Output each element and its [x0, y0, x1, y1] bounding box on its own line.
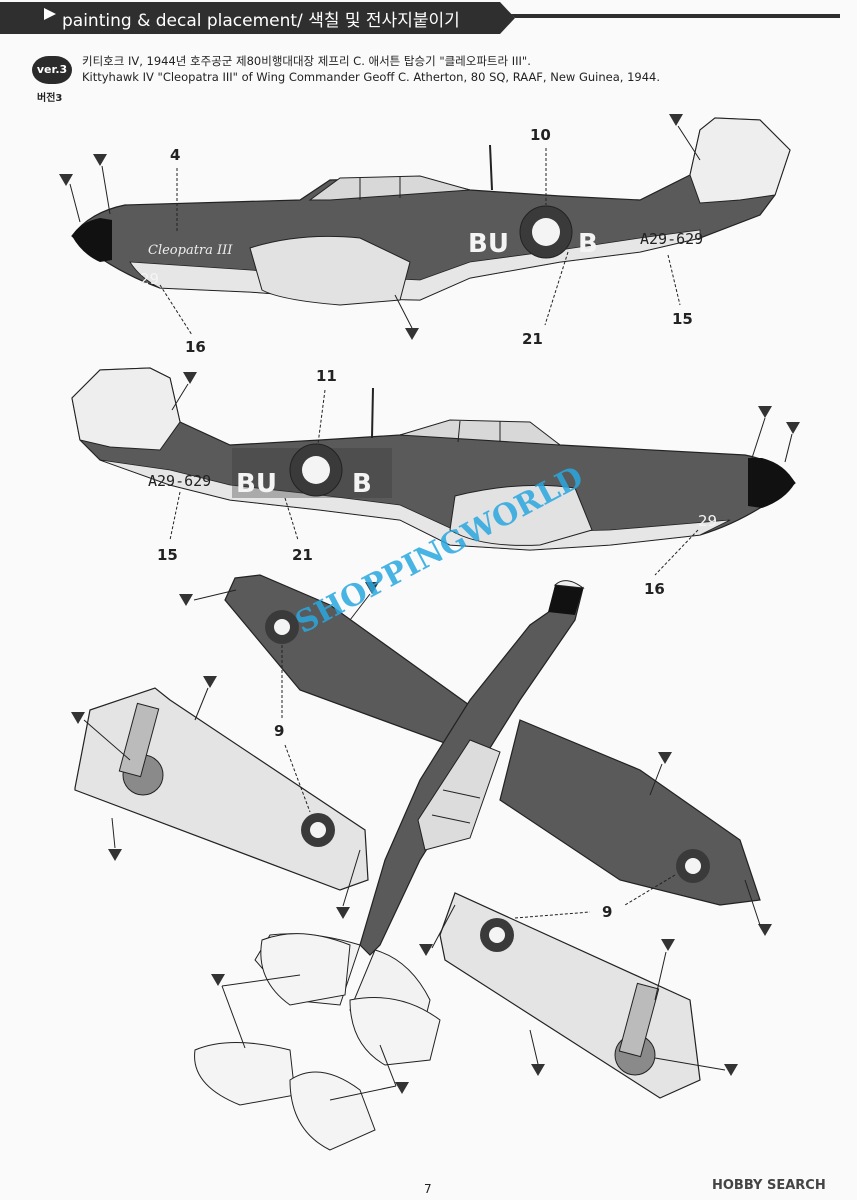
caption-english: Kittyhawk IV "Cleopatra III" of Wing Com…: [82, 70, 661, 84]
side-view-right: BU B A29-629 29: [71, 367, 800, 576]
callout-4: 4: [170, 146, 181, 164]
code-bu-right: BU: [236, 469, 277, 499]
caption-korean: 키티호크 IV, 1944년 호주공군 제80비행대대장 제프리 C. 애서튼 …: [82, 54, 531, 68]
callout-10: 10: [530, 126, 551, 144]
callout-15-bottom: 15: [157, 546, 178, 564]
version-label: 버전3: [37, 93, 63, 104]
underside-right-wing: [419, 892, 738, 1099]
tail-underside-panels: [194, 933, 441, 1151]
version-badge: ver.3: [32, 56, 72, 84]
callout-21-bottom: 21: [292, 546, 313, 564]
callout-16-bottom: 16: [644, 580, 665, 598]
page-title: painting & decal placement/ 색칠 및 전사지붙이기: [62, 11, 460, 31]
callout-16-top: 16: [185, 338, 206, 356]
callout-15-top: 15: [672, 310, 693, 328]
code-b-left: B: [578, 229, 598, 259]
nose-number-right: 29: [698, 512, 717, 530]
callout-9-left: 9: [274, 722, 285, 740]
callout-9-right: 9: [602, 903, 613, 921]
code-b-right: B: [352, 469, 372, 499]
source-logo: HOBBY SEARCH: [712, 1178, 826, 1193]
underside-left-wing: [71, 676, 369, 919]
callout-11: 11: [316, 367, 337, 385]
header-bar: [0, 2, 840, 34]
nose-number-left: 29: [140, 270, 159, 288]
page-number: 7: [424, 1182, 432, 1196]
callout-21-top: 21: [522, 330, 543, 348]
side-view-left: BU B A29-629 29 Cleopatra III: [59, 114, 791, 340]
serial-left: A29-629: [640, 230, 703, 248]
code-bu-left: BU: [468, 229, 509, 259]
serial-right: A29-629: [148, 472, 211, 490]
nose-art-text: Cleopatra III: [148, 243, 233, 258]
